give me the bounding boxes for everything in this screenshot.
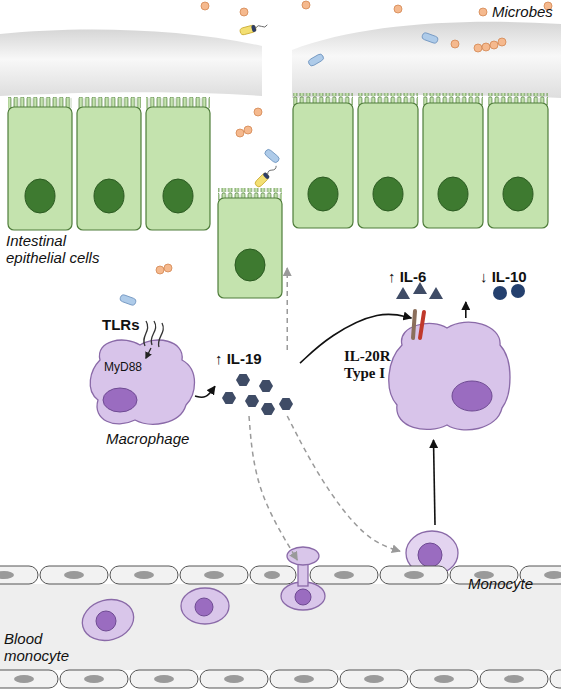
dashed-signal-arrow	[249, 416, 297, 560]
mucus-layer	[0, 22, 561, 98]
dashed-signal-arrow	[287, 416, 400, 551]
node-text: IL-20R Type I	[344, 348, 416, 382]
signal-arrow	[434, 440, 436, 525]
node-text: ↑ IL-6	[388, 268, 426, 285]
monocyte-cell: Monocyte	[400, 525, 540, 600]
blood-vessel: Blood monocyte	[0, 560, 561, 695]
epithelial-layer: Intestinal epithelial cells	[0, 95, 561, 268]
node-text: Blood monocyte	[4, 630, 84, 664]
signal-arrow	[465, 302, 467, 318]
figure-label: Microbes	[492, 3, 553, 20]
macrophage-illustration	[389, 311, 510, 430]
dashed-signal-arrow	[286, 268, 288, 350]
node-text: Intestinal epithelial cells	[6, 232, 124, 266]
macrophage-cell: TLRsMyD88Macrophage	[90, 312, 195, 452]
node-text: Monocyte	[468, 575, 533, 592]
macrophage-cell: IL-20R Type I	[340, 318, 510, 440]
epithelial-cells	[8, 93, 548, 298]
il19-cluster: ↑ IL-19	[215, 350, 300, 416]
signal-arrow	[195, 386, 215, 397]
signal-arrow	[300, 314, 411, 363]
microbes	[119, 1, 552, 306]
node-text: TLRs	[102, 316, 140, 333]
il19-molecules	[222, 374, 293, 415]
node-text: ↑ IL-19	[215, 350, 262, 367]
node-text: Macrophage	[106, 430, 189, 447]
macrophage-illustration	[90, 321, 194, 424]
node-text: MyD88	[104, 360, 142, 374]
cytokine-group: ↑ IL-6 ↓ IL-10	[380, 268, 545, 302]
node-text: ↓ IL-10	[480, 268, 527, 285]
blood-vessel-illustration	[0, 547, 561, 688]
